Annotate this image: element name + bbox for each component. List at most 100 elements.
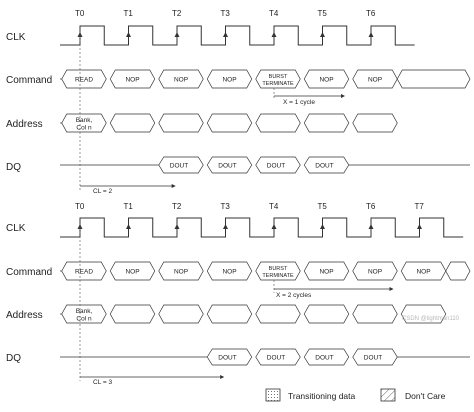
- command-cell: [303, 69, 350, 89]
- clock-tick-t3: T3: [221, 9, 231, 18]
- clk-edge-marker: [368, 32, 374, 37]
- clock-tick-t6: T6: [366, 202, 376, 211]
- clk-edge-marker: [126, 224, 131, 229]
- dout-text: DOUT: [218, 163, 236, 170]
- clk-trace: [60, 217, 464, 238]
- address-dont-care: [303, 304, 350, 324]
- command-label: Command: [6, 267, 52, 278]
- address-text: Bank,: [76, 117, 93, 124]
- command-dont-care: [445, 261, 471, 281]
- clk-edge-marker: [223, 32, 228, 37]
- command-text: NOP: [125, 77, 139, 84]
- address-dont-care: [400, 304, 447, 324]
- address-dont-care: [109, 304, 156, 324]
- address-dont-care: [206, 113, 253, 133]
- dout-text: DOUT: [315, 355, 333, 362]
- transitioning-swatch: [265, 388, 281, 402]
- dout-cell: [158, 156, 204, 174]
- clock-tick-t2: T2: [172, 202, 182, 211]
- command-cell: [158, 261, 204, 281]
- transitioning-label: Transitioning data: [288, 391, 356, 401]
- command-cell: [61, 261, 107, 281]
- command-text: READ: [75, 77, 93, 84]
- command-text: TERMINATE: [262, 273, 294, 279]
- address-dont-care: [352, 304, 398, 324]
- cas-latency-note: CL = 2: [93, 188, 112, 195]
- clock-tick-t4: T4: [269, 9, 279, 18]
- command-text: READ: [75, 269, 93, 276]
- clock-tick-t6: T6: [366, 9, 376, 18]
- address-cell: [61, 113, 107, 133]
- dout-text: DOUT: [315, 163, 333, 170]
- dout-text: DOUT: [170, 163, 188, 170]
- legend: Transitioning data Don't Care: [265, 388, 446, 402]
- command-text: NOP: [125, 269, 139, 276]
- clk-edge-marker: [174, 32, 180, 37]
- command-cell: [109, 261, 156, 281]
- dout-text: DOUT: [267, 163, 285, 170]
- cas-latency-note: CL = 3: [93, 379, 112, 386]
- command-label: Command: [6, 75, 52, 86]
- latency-annotations: CL = 2 X = 1 cycle: [79, 36, 345, 195]
- x-cycles-note: X = 1 cycle: [283, 99, 315, 106]
- command-dont-care: [396, 69, 471, 89]
- dout-text: DOUT: [267, 355, 285, 362]
- dq-label: DQ: [6, 162, 21, 173]
- address-label: Address: [6, 310, 43, 321]
- clock-tick-t2: T2: [172, 9, 182, 18]
- clk-edge-marker: [174, 224, 180, 229]
- latency-annotations: CL = 3 X = 2 cycles: [79, 228, 394, 386]
- dq-label: DQ: [6, 353, 21, 364]
- address-label: Address: [6, 119, 43, 130]
- command-text: NOP: [222, 77, 236, 84]
- clock-tick-t1: T1: [124, 202, 134, 211]
- dout-cell: [206, 348, 253, 366]
- dout-text: DOUT: [364, 355, 382, 362]
- address-row: Bank,Col n: [60, 113, 398, 133]
- command-cell: [158, 69, 204, 89]
- dq-row: DOUT DOUT DOUT DOUT: [60, 156, 470, 174]
- dont-care-label: Don't Care: [405, 391, 446, 401]
- command-cell: [352, 261, 398, 281]
- clock-tick-t4: T4: [269, 202, 279, 211]
- command-text: BURST: [269, 266, 288, 272]
- command-cell: [206, 69, 253, 89]
- command-text: NOP: [319, 77, 333, 84]
- command-cell: [61, 69, 107, 89]
- clock-tick-t5: T5: [318, 202, 328, 211]
- address-text: Col n: [76, 316, 92, 323]
- watermark: CSDN @lightman110: [402, 316, 460, 322]
- command-cell: [255, 69, 301, 89]
- address-dont-care: [109, 113, 156, 133]
- command-cell: [303, 261, 350, 281]
- clk-label: CLK: [6, 223, 26, 234]
- clock-tick-t1: T1: [124, 9, 134, 18]
- clock-tick-t0: T0: [75, 202, 85, 211]
- dout-cell: [255, 156, 301, 174]
- command-text: BURST: [269, 74, 288, 80]
- clk-waveform: [60, 217, 464, 238]
- dont-care-swatch: [380, 388, 396, 402]
- address-dont-care: [255, 113, 301, 133]
- clock-tick-t0: T0: [75, 9, 85, 18]
- clk-edge-marker: [417, 224, 422, 229]
- address-dont-care: [352, 113, 398, 133]
- command-cell: [206, 261, 253, 281]
- address-dont-care: [206, 304, 253, 324]
- clk-edge-marker: [368, 224, 374, 229]
- address-row: Bank,Col n: [60, 304, 447, 324]
- clk-waveform: [60, 25, 415, 46]
- clk-label: CLK: [6, 32, 26, 43]
- clk-edge-marker: [77, 32, 83, 37]
- address-dont-care: [303, 113, 350, 133]
- x-cycles-note: X = 2 cycles: [276, 292, 312, 299]
- clock-tick-t7: T7: [415, 202, 425, 211]
- clk-trace: [60, 25, 415, 46]
- clk-edge-marker: [223, 224, 228, 229]
- clk-edge-marker: [320, 224, 325, 229]
- command-text: NOP: [222, 269, 236, 276]
